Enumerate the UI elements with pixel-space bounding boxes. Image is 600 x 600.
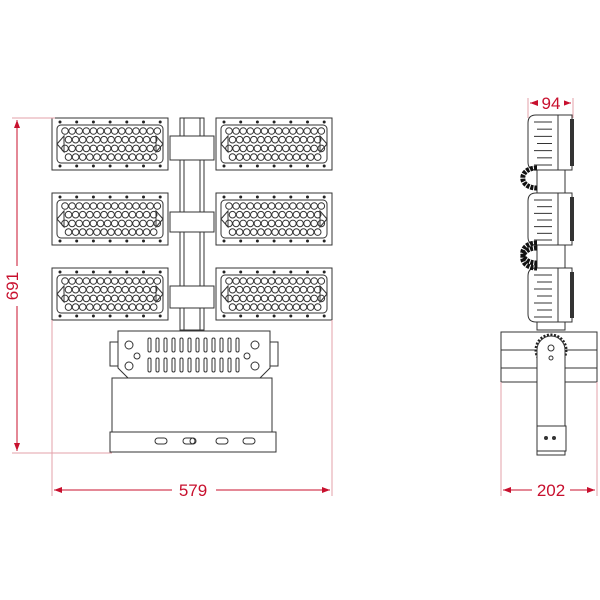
led-module-side [520, 114, 574, 191]
vent-slot [227, 357, 232, 373]
pole-clamp [169, 135, 215, 161]
vent-slot [219, 357, 224, 373]
led-module [51, 192, 169, 246]
side-view [500, 114, 598, 456]
vent-slot [195, 357, 200, 373]
vent-slot [171, 357, 176, 373]
pole-clamp [169, 211, 215, 233]
vent-slot [235, 337, 240, 353]
led-module-group [51, 117, 333, 321]
vent-slot [155, 337, 160, 353]
vent-slot [227, 337, 232, 353]
height-label: 691 [3, 272, 22, 300]
vent-slot [179, 357, 184, 373]
vent-slot [203, 357, 208, 373]
driver-box [109, 330, 279, 379]
led-module-side [520, 245, 574, 323]
side-depth-label: 202 [537, 481, 565, 500]
front-view [51, 117, 333, 453]
led-module-side [520, 192, 574, 266]
led-module [215, 267, 333, 321]
vent-slot [219, 337, 224, 353]
vent-slot [187, 337, 192, 353]
cable [520, 245, 538, 271]
led-module [51, 117, 169, 171]
vent-slot [211, 337, 216, 353]
led-module [51, 267, 169, 321]
cable [520, 165, 538, 191]
pole-clamp [169, 285, 215, 309]
vent-slot [211, 357, 216, 373]
led-module [215, 117, 333, 171]
dimension-module-depth: 94 [527, 94, 574, 118]
vent-slot [203, 337, 208, 353]
width-label: 579 [179, 481, 207, 500]
cable [520, 240, 538, 266]
vent-slot [179, 337, 184, 353]
vent-slot [147, 357, 152, 373]
mounting-bracket [109, 377, 277, 453]
bracket-arm [536, 335, 566, 456]
dimension-height: 691 [3, 117, 112, 454]
vent-slot [163, 357, 168, 373]
vent-slot [235, 357, 240, 373]
vent-slot [147, 337, 152, 353]
vent-slot [155, 357, 160, 373]
dimension-width: 579 [51, 320, 333, 500]
vent-slot [171, 337, 176, 353]
dimension-side-depth: 202 [500, 382, 598, 500]
vent-slot [187, 357, 192, 373]
module-depth-label: 94 [542, 94, 561, 113]
vent-slot [195, 337, 200, 353]
vent-slot [163, 337, 168, 353]
led-module [215, 192, 333, 246]
